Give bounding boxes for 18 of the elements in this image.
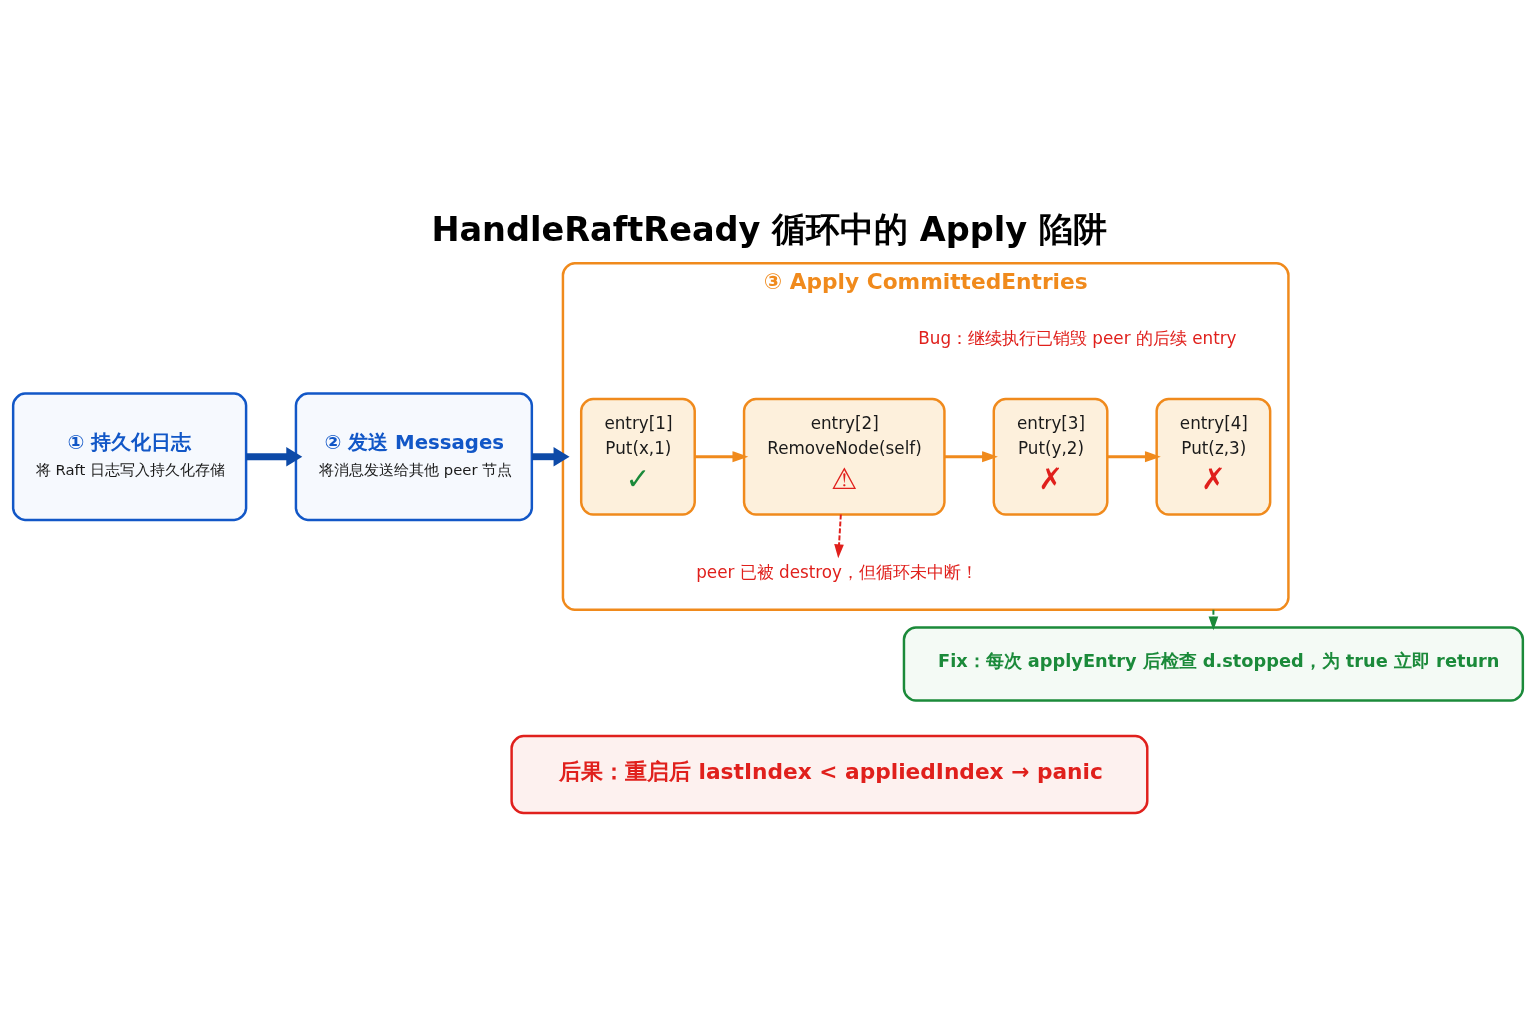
node-text: peer 已被 destroy，但循环未中断！ — [696, 562, 978, 583]
node-box: ① 持久化日志 将 Raft 日志写入持久化存储 — [11, 392, 248, 522]
node-box: entry[3] Put(y,2) ✗ — [992, 397, 1109, 516]
node-box: entry[2] RemoveNode(self) ⚠ — [742, 397, 946, 516]
node-box: entry[4] Put(z,3) ✗ — [1155, 397, 1272, 516]
arrow — [1107, 451, 1161, 463]
diagram-title: HandleRaftReady 循环中的 Apply 陷阱 — [431, 209, 1107, 249]
node-box: ② 发送 Messages 将消息发送给其他 peer 节点 — [294, 392, 534, 522]
node-box: entry[1] Put(x,1) ✓ — [579, 397, 696, 516]
arrow — [834, 513, 844, 559]
label: Bug：继续执行已销毁 peer 的后续 entry — [918, 328, 1237, 349]
arrow — [1208, 608, 1219, 631]
arrow — [944, 451, 998, 463]
node-box: 后果：重启后 lastIndex < appliedIndex → panic — [510, 734, 1149, 815]
arrow — [246, 446, 303, 467]
arrow — [532, 446, 570, 467]
node-box: Fix：每次 applyEntry 后检查 d.stopped，为 true 立即 return — [902, 626, 1525, 702]
arrow — [694, 451, 749, 463]
